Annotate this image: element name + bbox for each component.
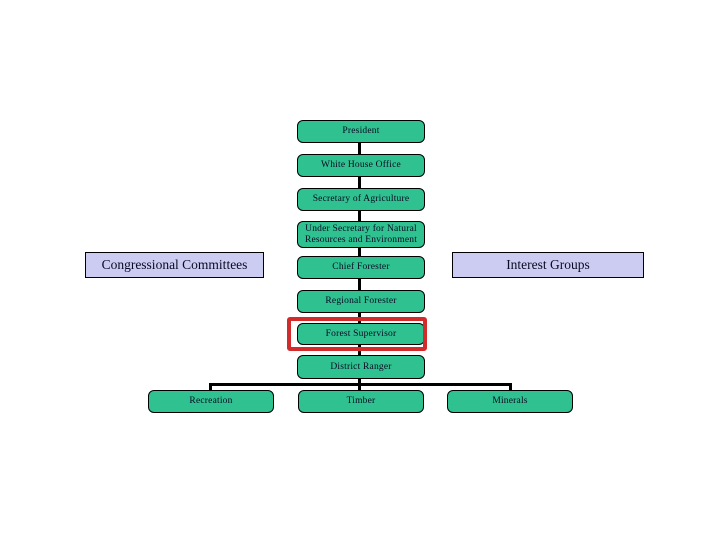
node-president[interactable]: President [297,120,425,143]
node-forest-supervisor[interactable]: Forest Supervisor [297,323,425,345]
node-minerals[interactable]: Minerals [447,390,573,413]
connector-horizontal-bar [209,383,512,386]
connector-stub-left [209,383,212,391]
node-recreation[interactable]: Recreation [148,390,274,413]
node-white-house-office[interactable]: White House Office [297,154,425,177]
node-secretary-of-agriculture[interactable]: Secretary of Agriculture [297,188,425,211]
node-congressional-committees[interactable]: Congressional Committees [85,252,264,278]
node-district-ranger[interactable]: District Ranger [297,355,425,379]
node-chief-forester[interactable]: Chief Forester [297,256,425,279]
connector-stub-right [509,383,512,391]
node-under-secretary[interactable]: Under Secretary for Natural Resources an… [297,221,425,248]
node-regional-forester[interactable]: Regional Forester [297,290,425,313]
node-interest-groups[interactable]: Interest Groups [452,252,644,278]
node-timber[interactable]: Timber [298,390,424,413]
